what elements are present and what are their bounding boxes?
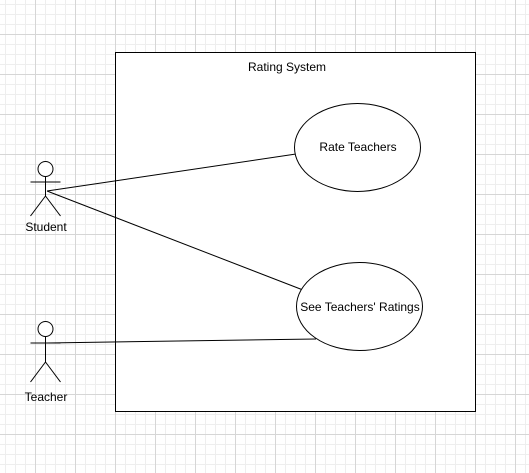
use-case-see-ratings-ellipse [296, 262, 423, 351]
stick-figure-icon [30, 161, 61, 217]
actor-student-label: Student [25, 220, 67, 234]
actor-student[interactable]: Student [25, 161, 67, 235]
use-case-see-ratings[interactable]: See Teachers' Ratings [296, 262, 423, 351]
use-case-see-ratings-label: See Teachers' Ratings [300, 300, 419, 314]
association-student-see-ratings[interactable] [46, 190, 304, 291]
use-case-rate-teachers-label: Rate Teachers [319, 140, 396, 154]
actor-teacher-label: Teacher [25, 390, 68, 404]
system-boundary-box [115, 52, 476, 412]
actor-teacher[interactable]: Teacher [25, 321, 68, 405]
stick-figure-icon [30, 321, 61, 383]
system-boundary[interactable]: Rating System [115, 52, 476, 412]
use-case-rate-teachers[interactable]: Rate Teachers [294, 103, 421, 192]
use-case-rate-teachers-ellipse [294, 103, 421, 192]
associations [46, 153, 317, 344]
system-title: Rating System [248, 60, 326, 74]
association-teacher-see-ratings[interactable] [46, 338, 317, 344]
association-student-rate-teachers[interactable] [46, 153, 297, 192]
